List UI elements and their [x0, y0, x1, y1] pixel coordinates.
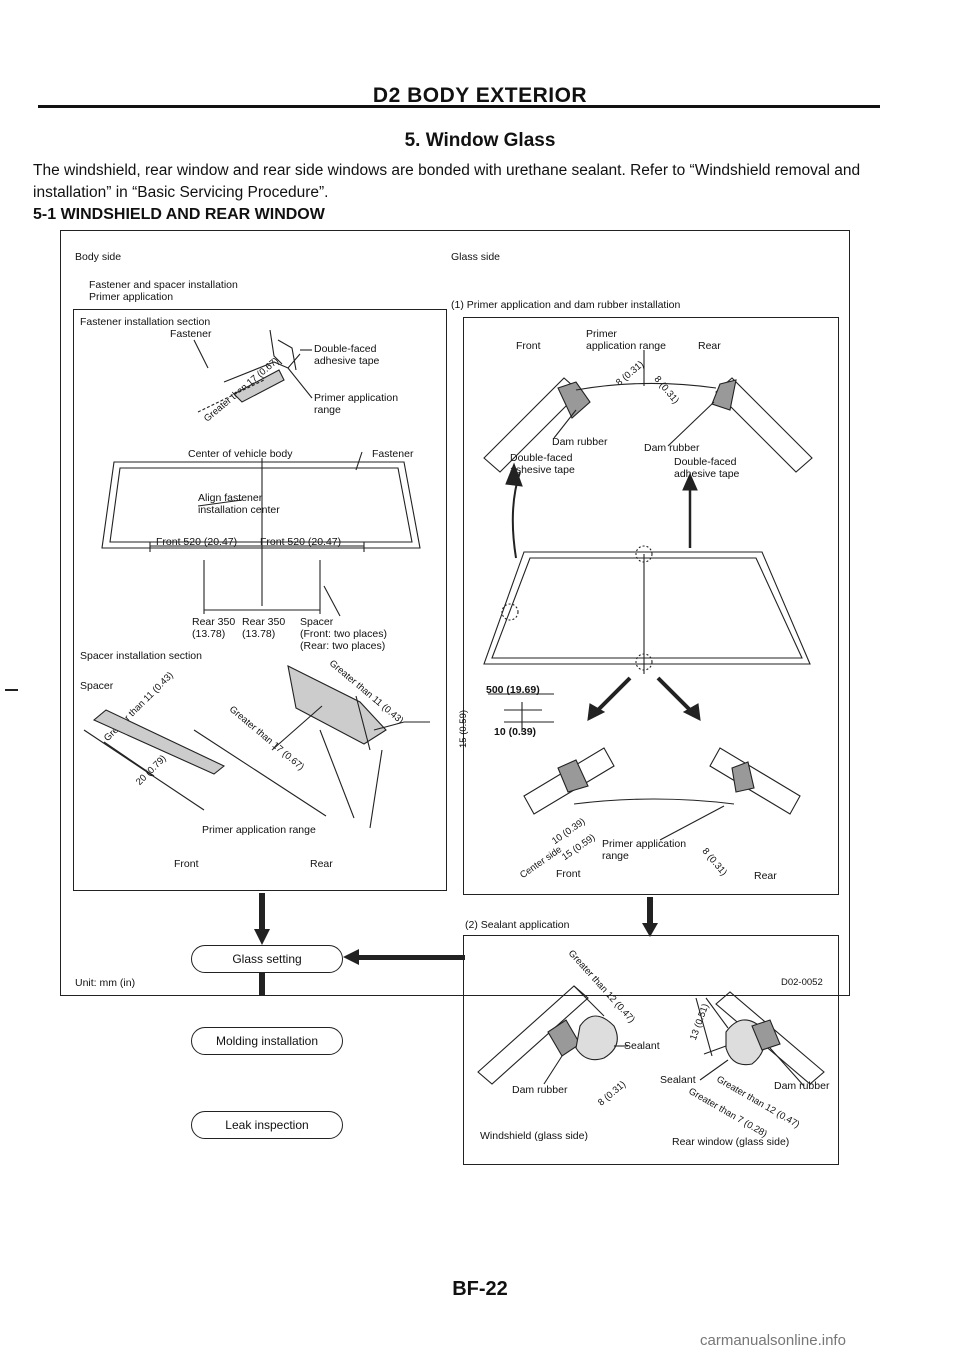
- body-side-drawing: [83, 329, 430, 829]
- glass-step1-title: (1) Primer application and dam rubber in…: [451, 299, 681, 311]
- glass-step2-box: Greater than 12 (0.47) 13 (0.51) Sealant…: [463, 935, 839, 1165]
- figure-frame: Body side Fastener and spacer installati…: [60, 230, 850, 1165]
- range-label: range: [314, 404, 341, 416]
- ashesive-tape: ashesive tape: [510, 464, 575, 476]
- double-faced-1: Double-faced: [510, 452, 573, 464]
- rear-window-label: Rear window (glass side): [672, 1136, 790, 1148]
- step1-application-range: application range: [586, 340, 666, 352]
- flow-arrows: [254, 893, 658, 995]
- dam-rubber-1: Dam rubber: [552, 436, 608, 448]
- flow-step-molding-installation: Molding installation: [191, 1027, 343, 1055]
- fastener-section-label: Fastener installation section: [80, 316, 211, 328]
- dim-500: 500 (19.69): [486, 684, 540, 696]
- adhesive-tape-label: adhesive tape: [314, 355, 380, 367]
- double-faced-2: Double-faced: [674, 456, 737, 468]
- fastener-right-label: Fastener: [372, 448, 414, 460]
- primer-box-title: Primer application: [89, 291, 174, 303]
- primer-application-label: Primer application: [314, 392, 399, 404]
- step1-rear: Rear: [698, 340, 721, 352]
- spacer-label: Spacer: [80, 680, 114, 692]
- sealant-1: Sealant: [624, 1040, 660, 1052]
- step1-primer-application: Primer application: [602, 838, 687, 850]
- spacer-section-label: Spacer installation section: [80, 650, 202, 662]
- glass-side-heading: Glass side: [451, 251, 501, 263]
- rear-right-dim: Rear 350: [242, 616, 286, 628]
- dam-rubber-3: Dam rubber: [512, 1084, 568, 1096]
- intro-paragraph: The windshield, rear window and rear sid…: [33, 162, 861, 201]
- sealant-2: Sealant: [660, 1074, 696, 1086]
- flow-step-glass-setting: Glass setting: [191, 945, 343, 973]
- primer-range-label: Primer application range: [202, 824, 316, 836]
- section-header: D2 BODY EXTERIOR: [372, 84, 588, 107]
- step1-front-2: Front: [556, 868, 581, 880]
- align-fastener-label: Align fastener: [198, 492, 263, 504]
- spacer-rear: (Rear: two places): [300, 640, 386, 652]
- installation-center-label: installation center: [198, 504, 280, 516]
- body-side-heading: Body side: [75, 251, 122, 263]
- dam-rubber-4: Dam rubber: [774, 1080, 830, 1092]
- double-faced-label: Double-faced: [314, 343, 377, 355]
- subheading: 5-1 WINDSHIELD AND REAR WINDOW: [33, 206, 325, 223]
- flow-step-leak-inspection: Leak inspection: [191, 1111, 343, 1139]
- watermark: carmanualsonline.info: [700, 1332, 846, 1349]
- rear-left-dim-in: (13.78): [192, 628, 226, 640]
- body-side-box: Fastener installation section Fastener D…: [73, 309, 447, 891]
- spacer-callout: Spacer: [300, 616, 334, 628]
- rear-label: Rear: [310, 858, 333, 870]
- page-number: BF-22: [452, 1278, 508, 1300]
- left-margin-mark: [5, 689, 18, 691]
- spacer-front: (Front: two places): [300, 628, 387, 640]
- step1-rear-2: Rear: [754, 870, 777, 882]
- dam-rubber-2: Dam rubber: [644, 442, 700, 454]
- header-rule: [38, 105, 880, 108]
- fastener-label: Fastener: [170, 328, 212, 340]
- windshield-label: Windshield (glass side): [480, 1130, 588, 1142]
- glass-step2-title: (2) Sealant application: [465, 919, 570, 931]
- front-label: Front: [174, 858, 199, 870]
- center-of-vehicle-label: Center of vehicle body: [188, 448, 293, 460]
- rear-right-dim-in: (13.78): [242, 628, 276, 640]
- step1-front: Front: [516, 340, 541, 352]
- dim-10: 10 (0.39): [494, 726, 537, 738]
- figure-code: D02-0052: [781, 977, 823, 988]
- step1-range: range: [602, 850, 629, 862]
- glass-side-drawing: [483, 350, 813, 841]
- page-title: 5. Window Glass: [404, 130, 556, 151]
- fastener-box-title: Fastener and spacer installation: [89, 279, 238, 291]
- rear-left-dim: Rear 350: [192, 616, 236, 628]
- step1-primer: Primer: [586, 328, 617, 340]
- glass-step1-box: Front Primer application range Rear 8 (0…: [458, 317, 839, 895]
- sealant-drawing: [477, 985, 825, 1087]
- unit-label: Unit: mm (in): [75, 977, 136, 989]
